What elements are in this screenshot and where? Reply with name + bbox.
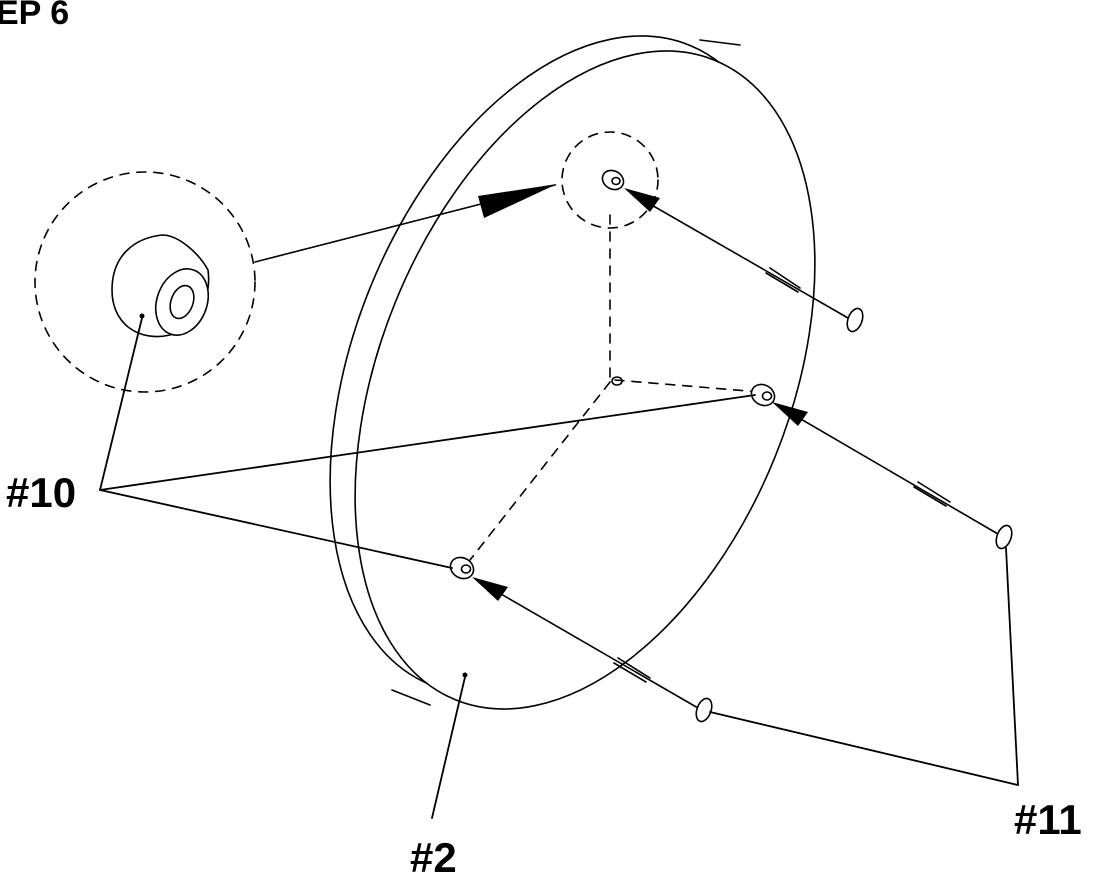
label-part-11: #11 — [1014, 796, 1082, 843]
step-title: EP 6 — [0, 0, 69, 32]
screw-bottom — [472, 577, 713, 723]
disc-part — [329, 35, 816, 710]
leader-10-detail — [99, 317, 143, 491]
disc-edge-bottom — [391, 689, 431, 706]
grommet-dot — [139, 313, 145, 319]
disc-dot — [462, 672, 468, 678]
guide-diagonal — [469, 381, 611, 561]
guide-horizontal — [614, 379, 761, 393]
dashed-guides — [469, 131, 761, 561]
screws — [472, 188, 1013, 723]
leader-11-bottom — [709, 711, 1019, 786]
screw-top-head — [846, 307, 864, 333]
leader-2 — [431, 676, 466, 819]
center-mark — [611, 376, 623, 386]
screw-right — [772, 402, 1013, 550]
leader-11-right — [1005, 547, 1019, 786]
leader-lines — [99, 317, 1019, 819]
grommet-top — [601, 169, 625, 191]
screw-right-arrowhead — [772, 402, 808, 426]
detail-callout-circle-small — [561, 131, 659, 229]
leader-10-right — [99, 394, 756, 491]
screw-top — [624, 188, 864, 333]
grommet-right — [750, 383, 776, 407]
leader-10-bottom — [99, 489, 453, 569]
detail-callout — [34, 171, 557, 393]
grommets-on-disc — [449, 169, 776, 580]
grommet-enlarged — [111, 234, 210, 338]
grommet-face — [154, 268, 210, 336]
label-part-2: #2 — [410, 834, 457, 879]
grommet-hole — [169, 284, 195, 320]
screw-bottom-arrowhead — [472, 577, 508, 601]
grommet-bottom — [449, 556, 475, 580]
screw-top-arrowhead — [624, 188, 660, 212]
screw-right-head — [995, 524, 1013, 550]
label-part-10: #10 — [6, 469, 76, 516]
screw-bottom-head — [695, 697, 713, 723]
detail-callout-circle-large — [34, 171, 256, 393]
disc-front-face — [354, 50, 816, 710]
detail-pointer-arrowhead — [478, 184, 557, 218]
disc-edge-top — [699, 39, 741, 46]
